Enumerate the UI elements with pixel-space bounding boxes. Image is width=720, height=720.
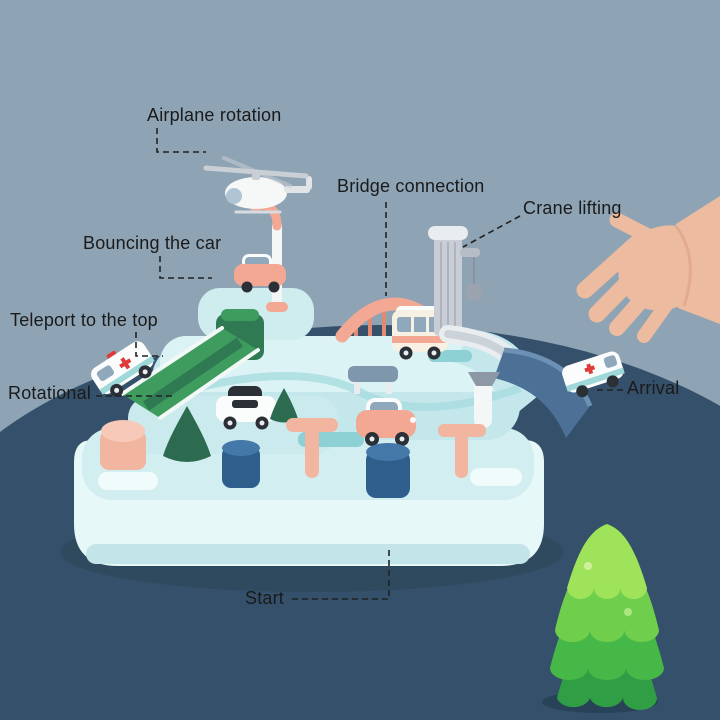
callout-line-bouncing [159, 256, 212, 279]
track-sign [348, 366, 398, 394]
middle-finger [588, 253, 657, 323]
thumb [609, 212, 660, 246]
orange-car-front [356, 398, 416, 446]
index-finger [576, 235, 645, 299]
playset [60, 156, 625, 592]
arrival-ramp [494, 347, 593, 438]
label-bridge-connection: Bridge connection [337, 176, 485, 196]
mini-tree [163, 406, 211, 462]
ring-finger [609, 270, 669, 336]
police-car [216, 386, 276, 430]
crane-hook [466, 284, 482, 300]
callout-lines [96, 128, 623, 600]
ambulance [91, 341, 155, 397]
base-step [98, 472, 158, 490]
navy-cylinder [366, 443, 410, 498]
pink-pillar [438, 424, 486, 478]
label-airplane-rotation: Airplane rotation [147, 105, 282, 125]
label-crane-lifting: Crane lifting [523, 198, 622, 218]
white-column [468, 372, 500, 428]
callout-line-airplane [156, 128, 206, 153]
pinky-finger [637, 287, 681, 343]
label-rotational: Rotational [8, 383, 92, 403]
callout-line-crane [462, 215, 521, 248]
callout-line-start [292, 547, 390, 600]
base-step [470, 468, 522, 486]
base-rim [86, 544, 530, 564]
orange-car-upper [234, 254, 286, 293]
decor-tree [542, 524, 664, 713]
pink-pillar [286, 418, 338, 478]
callout-line-teleport [135, 332, 163, 357]
label-arrival: Arrival [627, 378, 680, 398]
arrival-van [562, 351, 625, 398]
navy-cylinder [222, 440, 260, 488]
hand [576, 196, 720, 343]
mini-tree [270, 388, 298, 423]
label-start: Start [245, 588, 285, 608]
label-bouncing-the-car: Bouncing the car [83, 233, 222, 253]
rotational-dome [100, 420, 146, 470]
label-teleport-to-the-top: Teleport to the top [10, 310, 158, 330]
